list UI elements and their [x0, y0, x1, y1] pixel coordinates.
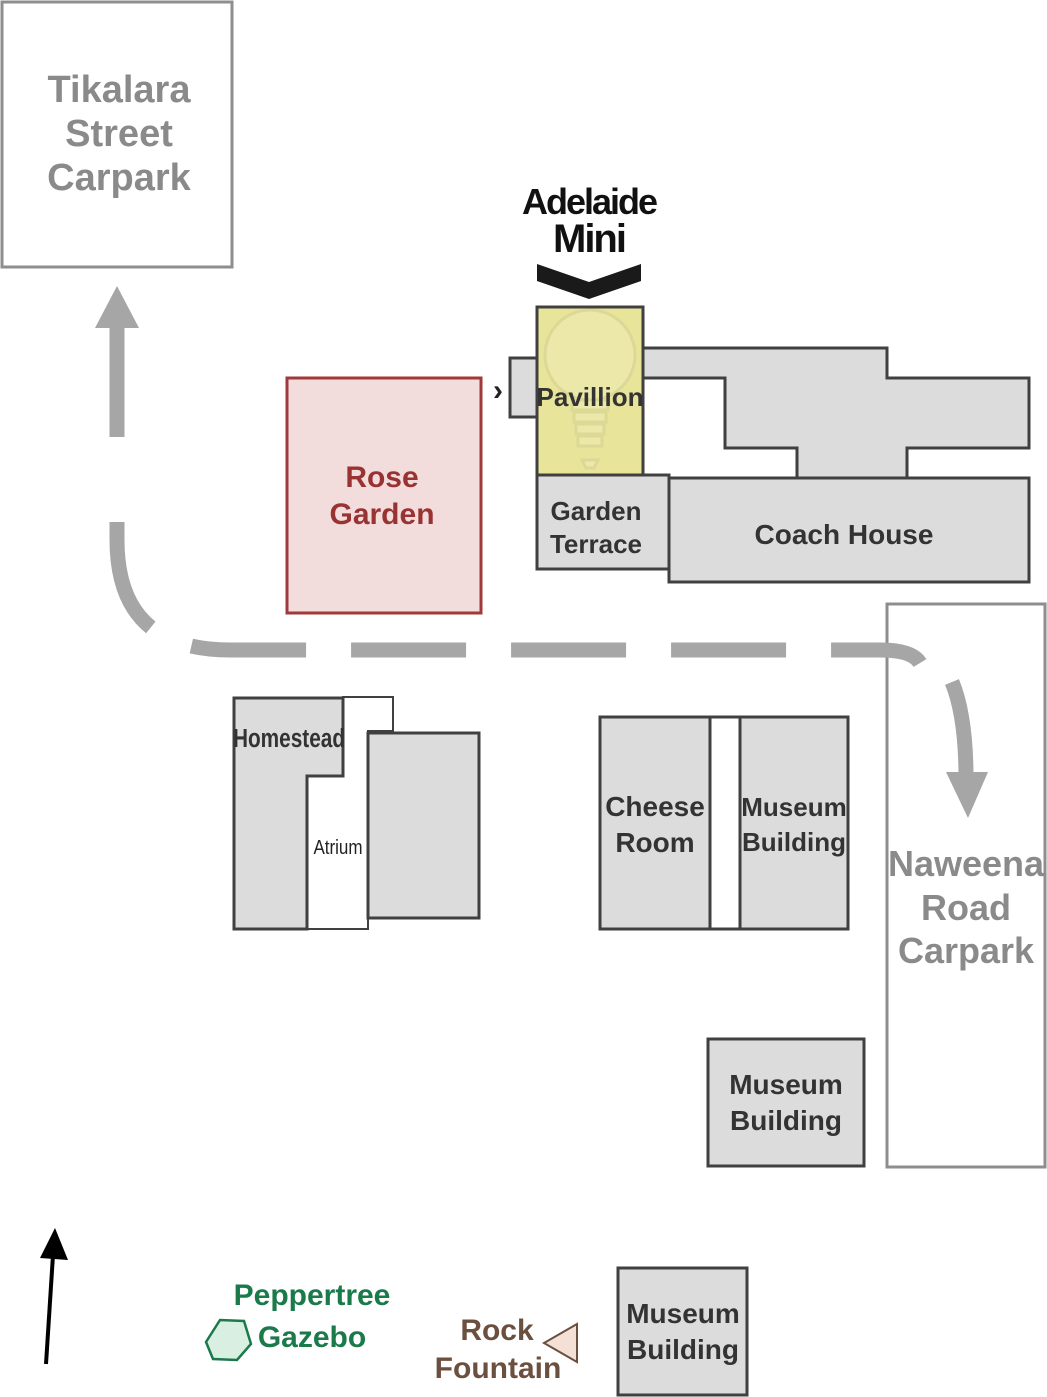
tikalara-label-line-1: Tikalara [48, 69, 192, 111]
homestead[interactable] [232, 696, 345, 931]
atrium-label: Atrium [313, 836, 362, 859]
tikalara-carpark[interactable]: Tikalara Street Carpark [0, 0, 234, 269]
gazebo-label-line-1: Peppertree [234, 1279, 391, 1312]
naweena-label-line-3: Carpark [898, 930, 1035, 971]
garden-terrace-label-line-1: Garden [550, 496, 641, 526]
gazebo-label-line-2: Gazebo [258, 1321, 366, 1354]
museum-building-1-label-line-2: Building [742, 827, 846, 857]
pavillion[interactable] [535, 305, 645, 477]
cheese-museum-group: Cheese Room Museum Building [598, 715, 850, 931]
museum-building-3-label-line-2: Building [627, 1334, 739, 1365]
cheese-room-label-line-2: Room [615, 827, 694, 858]
lightbulb-icon [543, 308, 637, 470]
passage [708, 715, 742, 931]
pavillion-annex [508, 356, 539, 419]
fountain-label-line-2: Fountain [435, 1352, 562, 1385]
rose-garden-label-line-2: Garden [329, 498, 434, 531]
naweena-label-line-2: Road [921, 887, 1011, 928]
entrance-chevron-icon: › [493, 374, 503, 407]
museum-building-2[interactable]: Museum Building [706, 1037, 866, 1168]
rose-garden[interactable]: Rose Garden [285, 376, 483, 615]
museum-building-3-label-line-1: Museum [626, 1298, 740, 1329]
garden-terrace-label-line-2: Terrace [550, 529, 642, 559]
brand-line-1: Adelaide [522, 181, 657, 222]
north-arrow-icon [40, 1228, 68, 1365]
museum-building-2-label-line-1: Museum [729, 1069, 843, 1100]
path-arrow-up-icon [95, 286, 139, 328]
rock-fountain[interactable]: Rock Fountain [435, 1314, 578, 1385]
venue-brand: Adelaide Mini [522, 181, 659, 299]
museum-building-1[interactable] [738, 715, 850, 931]
tikalara-label-line-3: Carpark [47, 157, 191, 199]
fountain-label-line-1: Rock [460, 1314, 534, 1347]
homestead-group: Atrium Homestead [232, 696, 481, 931]
peppertree-gazebo[interactable]: Peppertree Gazebo [204, 1279, 391, 1362]
museum-building-2-label-line-2: Building [730, 1105, 842, 1136]
cheese-room[interactable] [598, 715, 712, 931]
hexagon-icon [204, 1318, 253, 1362]
naweena-carpark[interactable]: Naweena Road Carpark [885, 602, 1047, 1169]
museum-building-3[interactable]: Museum Building [616, 1266, 749, 1397]
pavillion-label: Pavillion [537, 382, 644, 412]
chevron-down-icon [537, 264, 641, 299]
tikalara-label-line-2: Street [65, 113, 173, 155]
naweena-label-line-1: Naweena [888, 843, 1045, 884]
museum-building-1-label-line-1: Museum [741, 792, 846, 822]
homestead-label: Homestead [233, 724, 345, 753]
coach-house-label: Coach House [755, 519, 934, 550]
cheese-room-label-line-1: Cheese [605, 791, 705, 822]
homestead-wing [366, 731, 481, 920]
building-complex: Coach House Garden Terrace › Pavillion [493, 305, 1031, 584]
path-arrow-down-icon [946, 772, 988, 818]
walking-path [95, 286, 988, 818]
brand-line-2: Mini [553, 217, 625, 261]
triangle-icon [541, 1322, 578, 1364]
rose-garden-label-line-1: Rose [345, 461, 418, 494]
